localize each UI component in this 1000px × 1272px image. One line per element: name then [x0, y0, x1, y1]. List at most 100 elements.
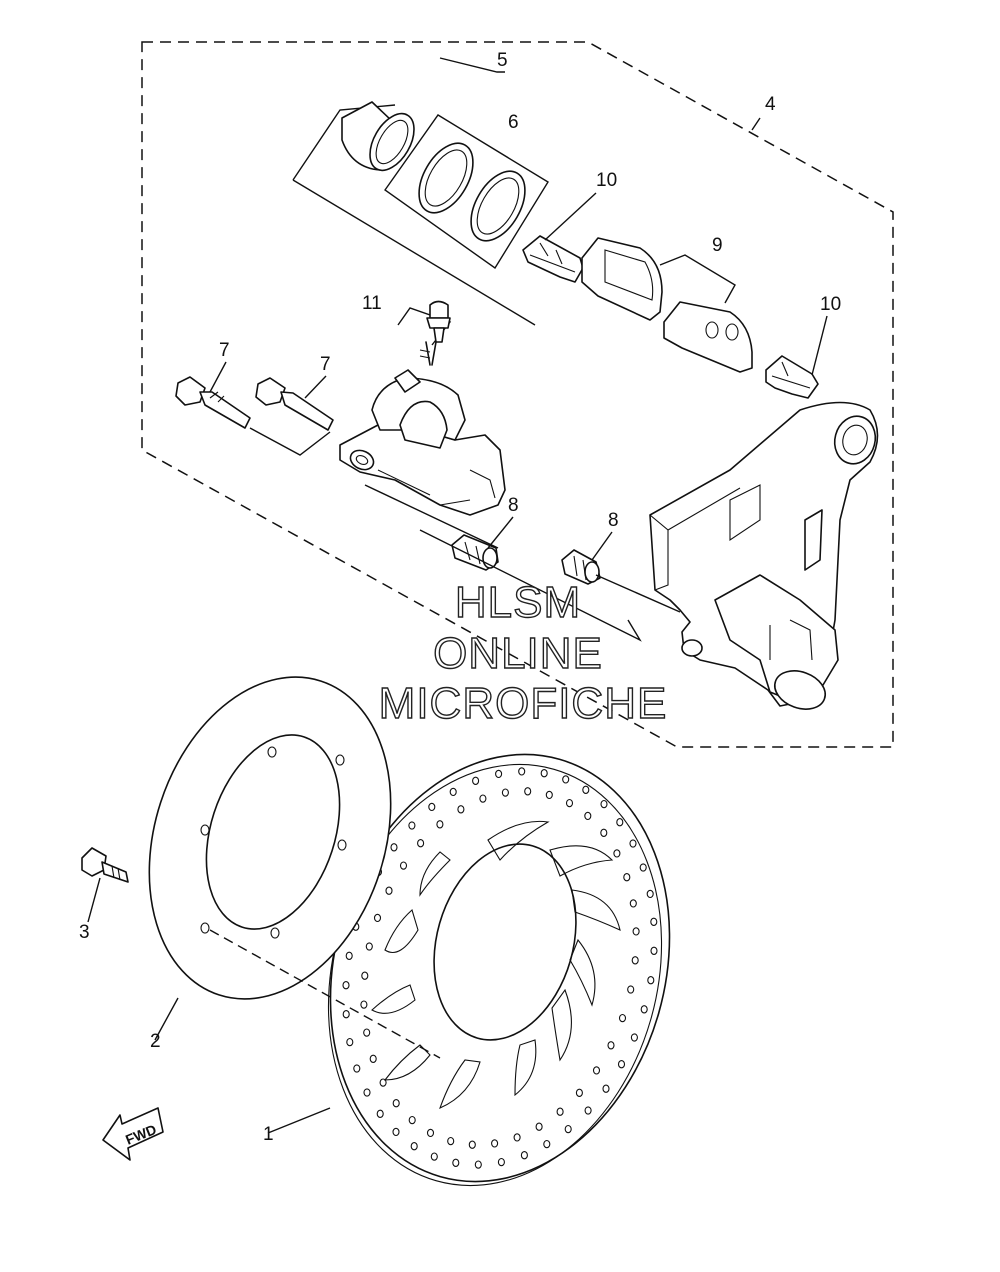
disc-drill-hole: [452, 1158, 460, 1167]
watermark: HLSM ONLINE MICROFICHE: [378, 577, 668, 728]
disc-drill-hole: [613, 849, 621, 858]
disc-drill-hole: [632, 927, 640, 936]
disc-drill-hole: [363, 1088, 371, 1097]
disc-drill-hole: [353, 1064, 361, 1073]
disc-drill-hole: [600, 828, 608, 837]
disc-drill-hole: [618, 1013, 627, 1023]
disc-drill-hole: [342, 981, 350, 990]
disc-drill-hole: [627, 985, 635, 994]
disc-drill-hole: [592, 1066, 601, 1075]
disc-drill-hole: [376, 1109, 384, 1118]
watermark-line-2: ONLINE: [433, 629, 603, 678]
disc-drill-hole: [600, 799, 608, 809]
disc-drill-hole: [584, 1106, 592, 1115]
disc-drill-hole: [373, 913, 382, 923]
disc-drill-hole: [379, 1078, 387, 1087]
disc-drill-hole: [629, 839, 637, 848]
pad-spring-upper: [522, 235, 584, 283]
disc-drill-hole: [545, 790, 553, 800]
callout-10-upper: 10: [596, 170, 617, 191]
caliper-body: [339, 369, 506, 516]
boot-left: [451, 534, 499, 571]
watermark-line-1: HLSM: [455, 578, 581, 627]
brake-disc: [327, 753, 671, 1187]
brake-pad-inner: [581, 237, 663, 321]
callout-1: 1: [263, 1124, 274, 1145]
disc-drill-hole: [640, 1005, 648, 1014]
disc-drill-hole: [607, 1041, 615, 1050]
disc-drill-hole: [650, 917, 658, 926]
disc-drill-hole: [524, 787, 532, 796]
piston-group: [292, 101, 536, 326]
disc-drill-hole: [449, 787, 457, 797]
disc-drill-hole: [495, 769, 503, 779]
disc-drill-hole: [540, 769, 548, 778]
disc-drill-hole: [630, 1033, 638, 1042]
disc-drill-holes: [342, 767, 658, 1169]
dust-seal: [470, 170, 526, 242]
disc-drill-hole: [365, 942, 373, 951]
fwd-direction-arrow: FWD: [102, 1107, 164, 1161]
disc-drill-hole: [582, 785, 590, 794]
disc-drill-hole: [447, 1136, 455, 1146]
callout-6: 6: [508, 112, 519, 133]
callout-10-lower: 10: [820, 294, 841, 315]
disc-drill-hole: [363, 1028, 371, 1037]
disc-drill-hole: [390, 843, 398, 852]
disc-drill-hole: [479, 794, 487, 803]
disc-vent-slots: [371, 820, 621, 1110]
disc-drill-hole: [543, 1139, 551, 1149]
slide-pin-left: [175, 376, 251, 429]
disc-drill-hole: [584, 811, 592, 821]
disc-drill-hole: [408, 821, 416, 830]
disc-drill-hole: [623, 873, 631, 882]
boot-right: [561, 549, 601, 585]
disc-drill-hole: [474, 1160, 482, 1169]
caliper-bracket: [649, 401, 879, 710]
disc-drill-hole: [361, 971, 369, 980]
disc-drill-hole: [575, 1088, 583, 1097]
disc-bolt: [81, 847, 129, 883]
disc-drill-hole: [468, 1140, 476, 1149]
disc-drill-hole: [631, 956, 639, 965]
seal-group: [384, 114, 549, 270]
disc-drill-hole: [518, 767, 526, 776]
disc-drill-hole: [426, 1128, 435, 1138]
callout-8-right: 8: [608, 510, 619, 531]
callout-5: 5: [497, 50, 508, 71]
disc-drill-hole: [646, 889, 654, 899]
callout-9: 9: [712, 235, 723, 256]
disc-drill-hole: [428, 802, 436, 812]
bleed-screw: [397, 300, 452, 366]
disc-drill-hole: [436, 820, 444, 829]
disc-drill-hole: [369, 1054, 377, 1063]
disc-drill-hole: [617, 1060, 626, 1069]
disc-drill-hole: [491, 1139, 499, 1148]
brake-pad-outer: [663, 301, 753, 373]
disc-drill-hole: [408, 1115, 416, 1125]
disc-drill-hole: [417, 839, 425, 848]
disc-drill-hole: [565, 798, 574, 808]
watermark-line-3: MICROFICHE: [379, 679, 668, 728]
disc-drill-hole: [535, 1122, 543, 1131]
callout-3: 3: [79, 922, 90, 943]
pad-spring-lower: [765, 355, 819, 399]
disc-drill-hole: [629, 899, 637, 908]
disc-drill-hole: [345, 951, 353, 960]
disc-drill-hole: [647, 976, 655, 985]
disc-drill-hole: [639, 863, 647, 872]
disc-drill-hole: [360, 1000, 368, 1009]
disc-drill-hole: [385, 886, 393, 895]
disc-drill-hole: [616, 818, 624, 827]
disc-plate: [148, 676, 392, 1000]
disc-drill-hole: [564, 1124, 572, 1134]
callout-4: 4: [765, 94, 776, 115]
slide-pin-right: [255, 377, 334, 431]
disc-drill-hole: [497, 1157, 505, 1167]
disc-drill-hole: [392, 1099, 400, 1108]
callout-7-left: 7: [219, 340, 230, 361]
disc-drill-hole: [520, 1151, 528, 1160]
disc-drill-hole: [513, 1133, 521, 1142]
